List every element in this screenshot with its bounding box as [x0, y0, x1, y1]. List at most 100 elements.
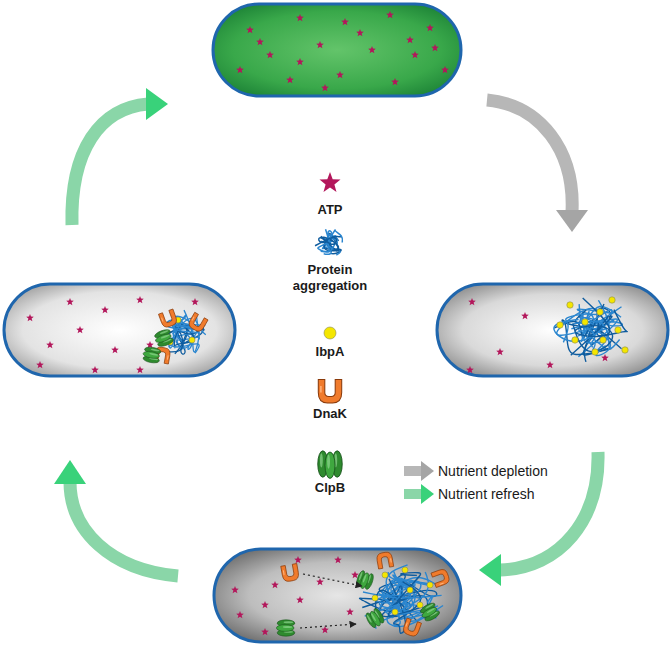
recruit-arrow [300, 624, 356, 628]
atp-star [466, 366, 474, 373]
legend-text: IbpA [316, 344, 345, 360]
dnak-symbol [187, 312, 208, 333]
ibpa-dot [557, 322, 563, 328]
atp-star [136, 366, 144, 373]
ibpa-dot [592, 349, 598, 355]
legend-arrow [404, 484, 434, 504]
atp-star [496, 348, 504, 355]
atp-star [191, 298, 199, 305]
atp-star [101, 306, 109, 313]
cell-recovery [214, 549, 461, 642]
atp-star [286, 76, 294, 83]
atp-star [391, 78, 399, 85]
protein-aggregate [360, 565, 444, 633]
legend-text: Protein aggregation [284, 262, 376, 293]
atp-star [426, 24, 434, 31]
atp-star [111, 346, 119, 353]
legend-icons [315, 172, 434, 504]
ibpa-dot [582, 319, 588, 325]
atp-star [341, 18, 349, 25]
ibpa-dot [407, 587, 413, 593]
atp-star [406, 36, 414, 43]
atp-star [66, 298, 74, 305]
legend-arrow [404, 461, 434, 481]
atp-star [91, 366, 99, 373]
atp-star [256, 38, 264, 45]
legend-text: Nutrient depletion [438, 463, 548, 479]
atp-star [411, 51, 419, 58]
dnak-symbol [376, 551, 394, 569]
atp-star [26, 314, 34, 321]
atp-star [294, 556, 302, 563]
atp-star [76, 326, 84, 333]
atp-star [46, 341, 54, 348]
legend-text: ATP [317, 202, 342, 218]
clpb-symbol [142, 346, 162, 364]
ibpa-dot [382, 572, 388, 578]
legend-text: ClpB [315, 480, 345, 496]
refresh-arrow [54, 460, 178, 576]
depletion-arrow [487, 100, 588, 232]
atp-star [231, 586, 239, 593]
atp-star [334, 556, 342, 563]
atp-star [236, 66, 244, 73]
atp-star [336, 71, 344, 78]
ibpa-dot [600, 337, 606, 343]
dnak-symbol [158, 309, 178, 329]
atp-star [296, 14, 304, 21]
clpb-symbol [153, 328, 174, 348]
recruit-arrow [303, 574, 362, 586]
atp-star [601, 354, 609, 361]
atp-star [356, 29, 364, 36]
ibpa-dot [572, 337, 578, 343]
ibpa-dot [392, 609, 398, 615]
ibpa-dot [372, 595, 378, 601]
ibpa-dot [324, 327, 336, 339]
ibpa-dot [609, 297, 615, 303]
atp-star [296, 596, 304, 603]
ibpa-dot [567, 302, 573, 308]
atp-star [346, 608, 354, 615]
atp-star [236, 611, 244, 618]
atp-star [386, 11, 394, 18]
atp-star [271, 581, 279, 588]
clpb-symbol [276, 620, 294, 636]
ibpa-dot [615, 327, 621, 333]
atp-star [266, 51, 274, 58]
atp-star [246, 26, 254, 33]
atp-star [521, 312, 529, 319]
refresh-arrow [72, 88, 168, 225]
atp-star [431, 44, 439, 51]
legend-text: DnaK [313, 406, 347, 422]
dnak-symbol [318, 380, 341, 403]
dnak-symbol [402, 618, 422, 638]
ibpa-dot [417, 602, 423, 608]
dnak-symbol [281, 564, 300, 583]
protein-aggregate [315, 229, 342, 255]
atp-star [296, 58, 304, 65]
cell-resolving [4, 284, 235, 376]
atp-star [36, 361, 44, 368]
atp-star [546, 361, 554, 368]
ibpa-dot [402, 567, 408, 573]
ibpa-dot [427, 582, 433, 588]
cell-growing [213, 4, 461, 96]
clpb-symbol [364, 607, 386, 630]
atp-star [321, 84, 329, 91]
ibpa-dot [622, 347, 628, 353]
atp-star [320, 172, 341, 192]
atp-star [316, 41, 324, 48]
atp-star [261, 628, 269, 635]
atp-star [321, 626, 329, 633]
atp-star [468, 298, 476, 305]
ibpa-dot [597, 309, 603, 315]
clpb-symbol [355, 570, 375, 591]
protein-aggregate [554, 298, 627, 362]
atp-star [136, 296, 144, 303]
cell-starved [437, 284, 668, 376]
clpb-symbol [318, 451, 342, 479]
dnak-symbol [431, 568, 451, 588]
legend-text: Nutrient refresh [438, 486, 534, 502]
atp-star [368, 46, 376, 53]
